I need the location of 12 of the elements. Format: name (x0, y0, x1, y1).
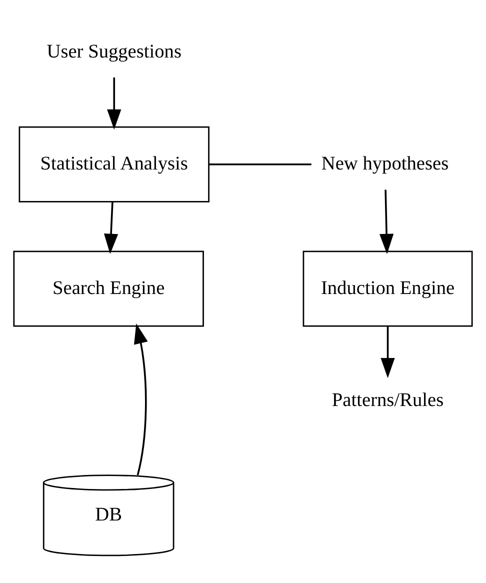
node-box: Statistical Analysis (18, 126, 210, 202)
node-box: Induction Engine (302, 250, 473, 327)
arrow (379, 190, 394, 254)
node-text: User Suggestions (46, 42, 182, 63)
arrow (380, 326, 395, 378)
connector (208, 163, 312, 166)
node-text: Patterns/Rules (332, 390, 444, 411)
node-box: Search Engine (13, 250, 204, 327)
arrow (104, 202, 118, 254)
arrow (107, 77, 122, 130)
node-text: New hypotheses (321, 153, 449, 174)
arrow (134, 323, 148, 476)
